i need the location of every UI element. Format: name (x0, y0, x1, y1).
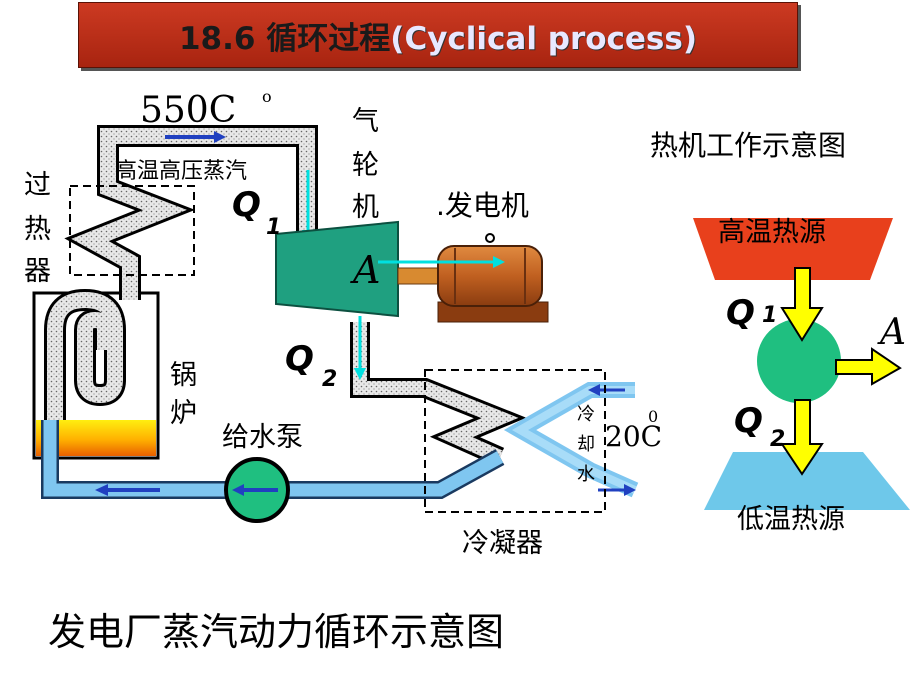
caption: 发电厂蒸汽动力循环示意图 (48, 610, 504, 654)
cooling-water-label-2: 却 (577, 434, 595, 455)
cooling-water-label-3: 水 (577, 464, 595, 485)
q1-subscript: 1 (266, 215, 281, 240)
generator-terminal (485, 233, 495, 243)
turbine-label-2: 轮 (352, 150, 379, 181)
superheater-box (69, 185, 195, 276)
title-chinese: 循环过程 (266, 20, 391, 57)
superheater-label-3: 器 (24, 256, 51, 287)
condenser-label: 冷凝器 (462, 528, 543, 559)
work-output-arrow (835, 347, 902, 386)
hot-reservoir-label: 高温热源 (718, 217, 826, 248)
steam-label: 高温高压蒸汽 (115, 159, 247, 184)
q2-arrow (780, 399, 824, 476)
superheater-label-1: 过 (24, 170, 51, 201)
page-title: 18.6 循环过程(Cyclical process) (179, 13, 697, 58)
boiler-label-1: 锅 (170, 360, 197, 391)
turbine (275, 220, 399, 318)
engine-circle (757, 319, 841, 403)
pump-label: 给水泵 (222, 422, 303, 453)
cold-reservoir (704, 452, 910, 510)
superheater-label-2: 热 (24, 214, 51, 245)
title-english: (Cyclical process) (390, 20, 697, 57)
q2-subscript: 2 (322, 367, 337, 392)
cold-reservoir-label: 低温热源 (737, 504, 845, 535)
engine-q1-label: Q (726, 293, 755, 333)
hot-reservoir (693, 218, 893, 280)
q1-label: Q (232, 185, 261, 225)
high-temp-degree: o (262, 87, 272, 106)
engine-work-label: A (877, 312, 906, 353)
title-bar: 18.6 循环过程(Cyclical process) (78, 2, 798, 68)
shaft (397, 267, 441, 285)
low-temp-degree: 0 (648, 407, 658, 426)
q2-label: Q (285, 339, 314, 379)
engine-q2-subscript: 2 (770, 427, 785, 452)
turbine-label-3: 机 (352, 192, 379, 223)
title-number: 18.6 (178, 20, 256, 57)
engine-q1-subscript: 1 (762, 303, 777, 328)
engine-q2-label: Q (734, 401, 763, 441)
turbine-label-1: 气 (352, 106, 379, 137)
cooling-water-label-1: 冷 (577, 404, 595, 425)
high-temp-label: 550C (140, 90, 236, 131)
turbine-work-label: A (350, 248, 380, 292)
q1-arrow (780, 267, 824, 342)
low-temp-label: 20C (605, 420, 662, 453)
generator (437, 245, 543, 307)
engine-diagram-title: 热机工作示意图 (650, 129, 846, 162)
exhaust-pipe (350, 322, 527, 467)
steam-pipe (44, 125, 318, 420)
generator-label: .发电机 (436, 189, 529, 222)
condenser-box (424, 369, 606, 513)
boiler-label-2: 炉 (170, 398, 197, 429)
